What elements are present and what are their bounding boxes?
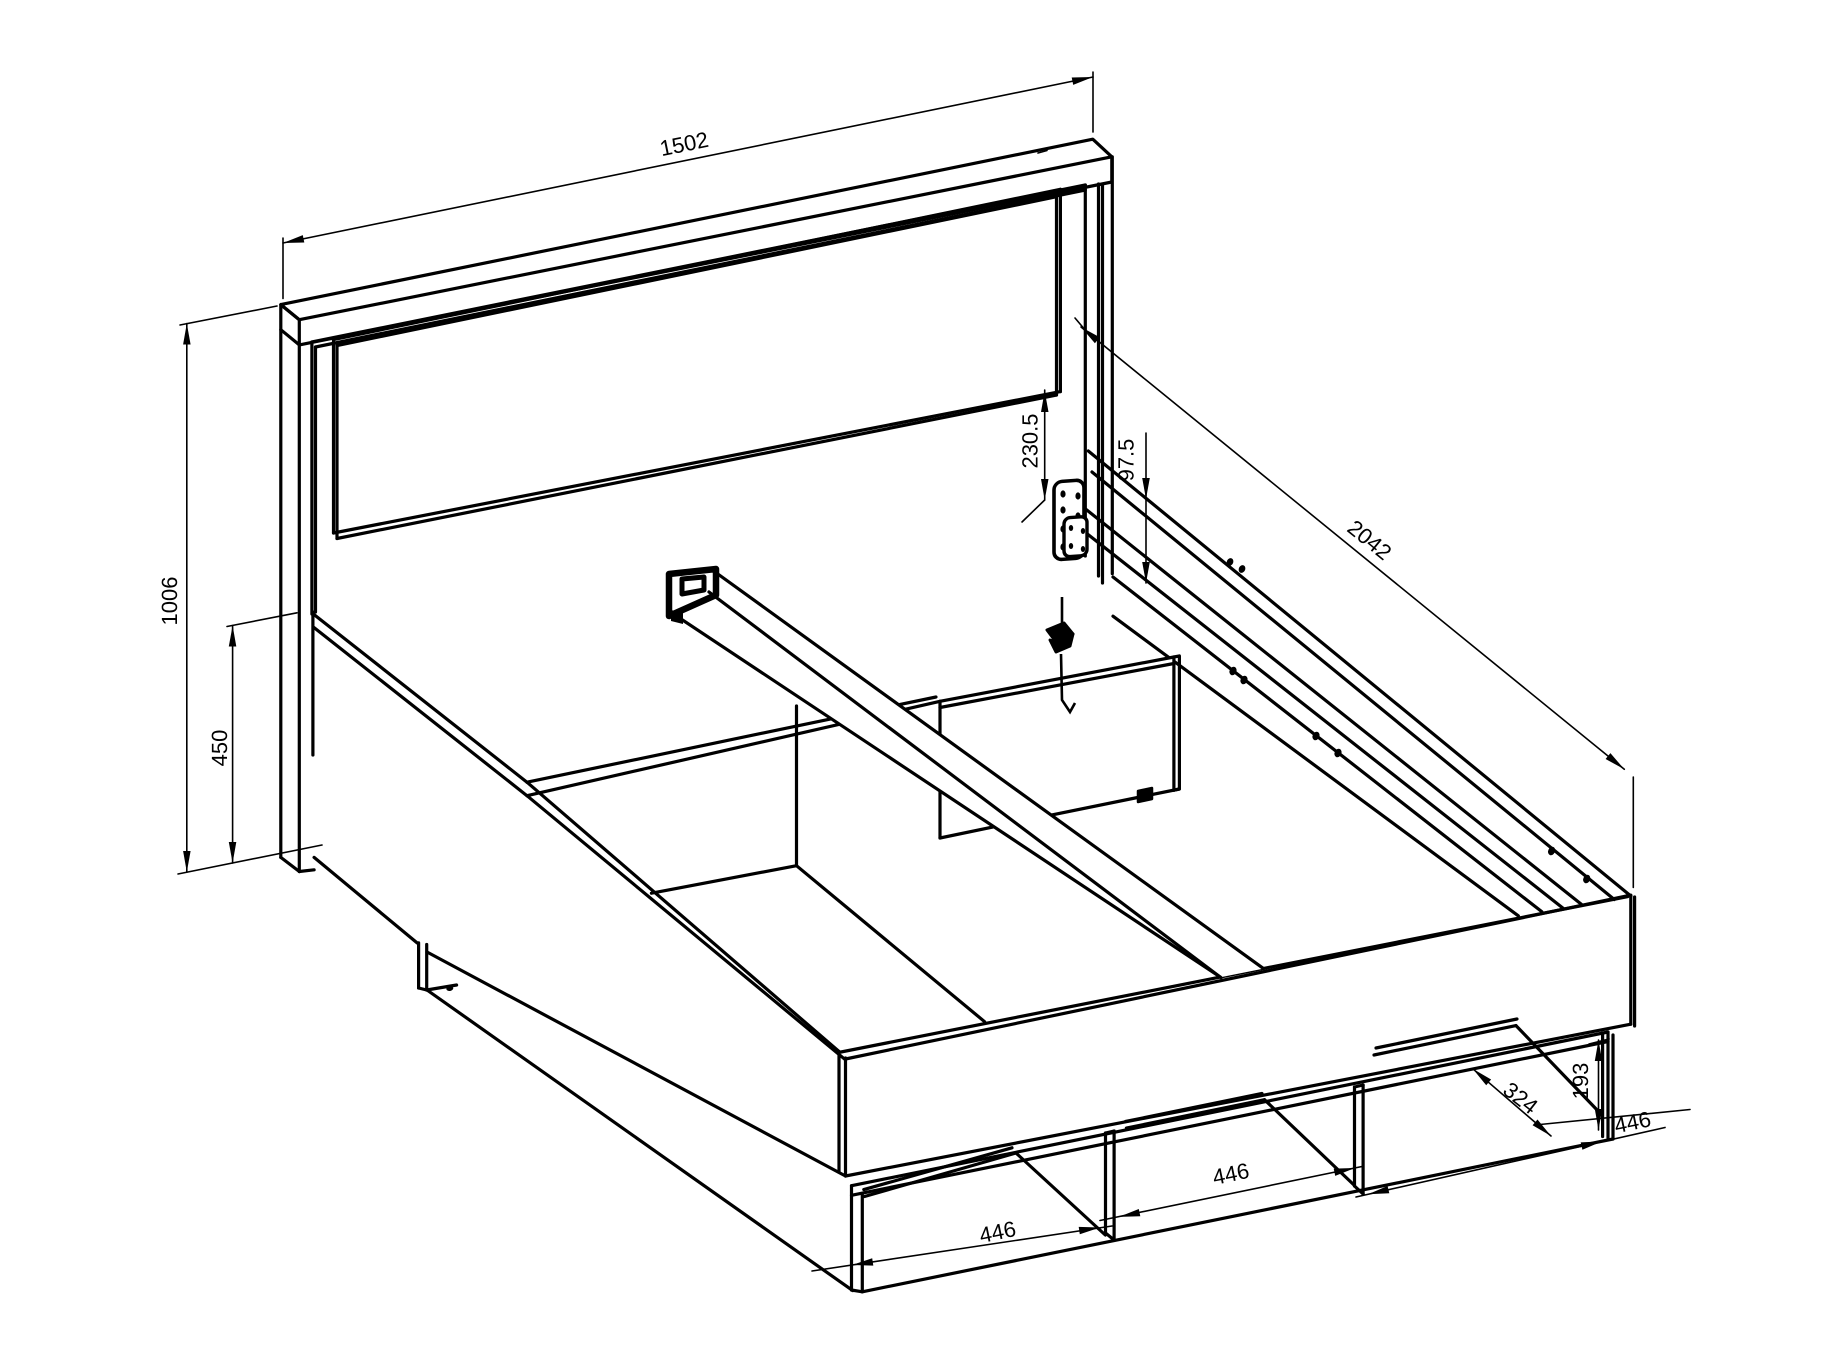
svg-text:97.5: 97.5 — [1114, 439, 1139, 482]
svg-text:230.5: 230.5 — [1018, 413, 1043, 468]
svg-text:193: 193 — [1568, 1063, 1593, 1100]
svg-text:450: 450 — [207, 730, 232, 767]
svg-text:1006: 1006 — [157, 577, 182, 626]
